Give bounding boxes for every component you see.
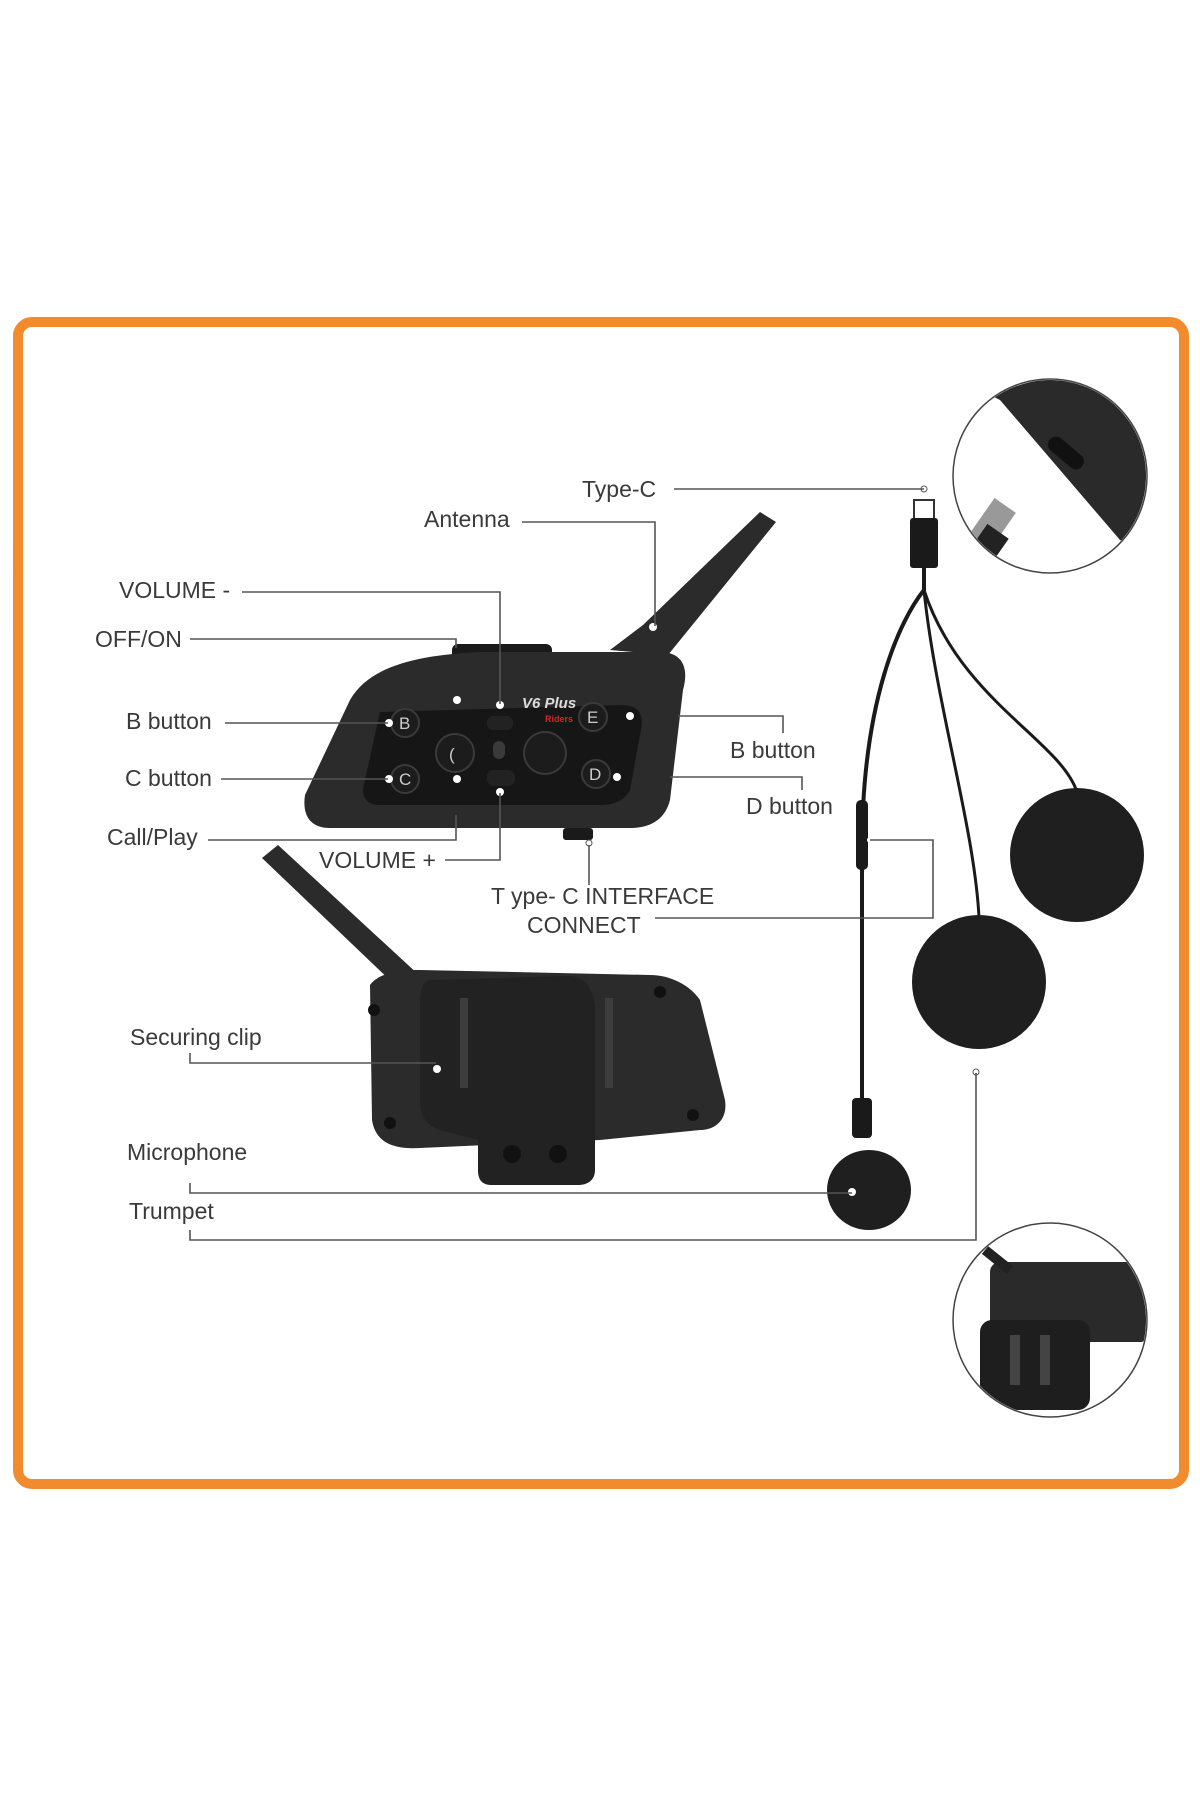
intercom-back (262, 845, 726, 1185)
label-d-button: D button (746, 793, 833, 819)
label-antenna: Antenna (424, 506, 510, 532)
antenna (610, 512, 776, 655)
model-name: V6 Plus (522, 695, 576, 712)
d-button (581, 759, 611, 789)
sub-brand: Riders (545, 714, 573, 724)
label-c-button: C button (125, 765, 212, 791)
label-b-button-left: B button (126, 708, 212, 734)
microphone (827, 1098, 911, 1230)
label-type-c-connect: CONNECT (527, 912, 641, 938)
headset-cable (856, 499, 1079, 1100)
label-type-c-interface: T ype- C INTERFACE (491, 883, 714, 909)
label-type-c: Type-C (582, 476, 656, 502)
leader-lines (189, 488, 977, 1241)
label-securing-clip: Securing clip (130, 1024, 262, 1050)
label-b-button-right: B button (730, 737, 816, 763)
e-button-glyph: E (587, 708, 598, 727)
d-button-glyph: D (589, 765, 601, 784)
volume-plus-button (487, 770, 515, 786)
label-trumpet: Trumpet (129, 1198, 214, 1224)
label-volume-minus: VOLUME - (119, 577, 230, 603)
call-button (435, 733, 475, 773)
type-c-port-inset (952, 378, 1148, 574)
phone-icon: ( (449, 745, 455, 764)
label-microphone: Microphone (127, 1139, 247, 1165)
orange-frame (13, 317, 1189, 1489)
label-volume-plus: VOLUME + (319, 847, 436, 873)
label-call-play: Call/Play (107, 824, 198, 850)
led (493, 741, 505, 759)
type-c-port (563, 828, 593, 840)
clip-mount-inset (952, 1222, 1148, 1418)
antenna-back (262, 845, 420, 985)
e-button (578, 702, 608, 732)
intercom-front: B C E D ( V6 Plus Riders (304, 485, 980, 1196)
b-button-glyph: B (399, 714, 410, 733)
c-button-glyph: C (399, 770, 411, 789)
moto-button (523, 731, 567, 775)
label-off-on: OFF/ON (95, 626, 182, 652)
speaker-right (1010, 788, 1144, 922)
speaker-left (912, 915, 1046, 1049)
volume-minus-button (487, 716, 513, 730)
